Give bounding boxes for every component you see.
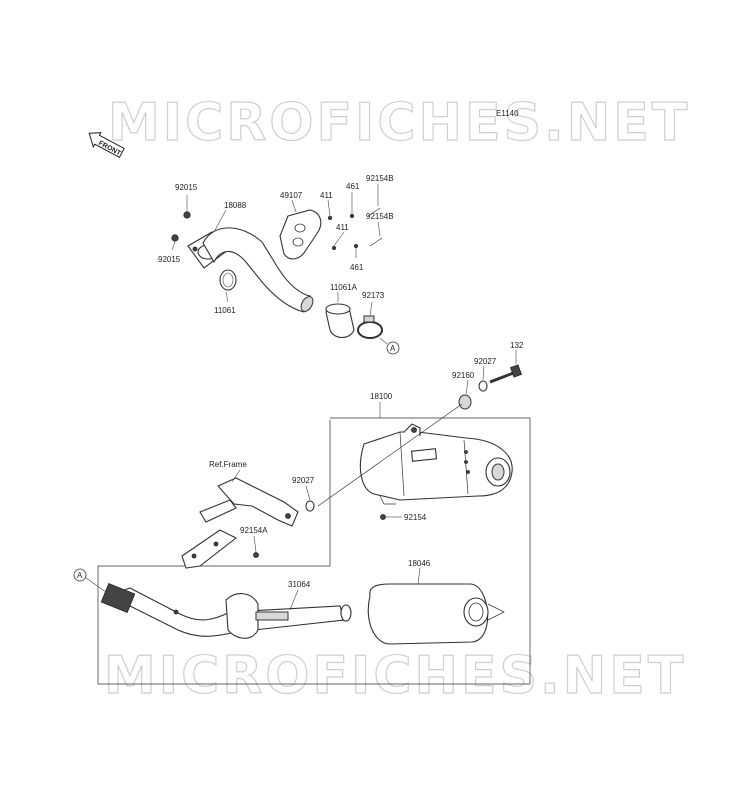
label-92160: 92160 — [452, 371, 475, 380]
label-18046: 18046 — [408, 559, 431, 568]
callout-a-upper-label: A — [390, 344, 396, 353]
washer-92027-top-icon — [478, 380, 488, 392]
label-11061A: 11061A — [330, 283, 358, 292]
bolt-92154-icon — [380, 514, 386, 520]
label-92027-top: 92027 — [474, 357, 497, 366]
label-92154B-a: 92154B — [366, 174, 394, 183]
mount-bolt-132 — [489, 364, 522, 384]
leader-lines — [171, 184, 517, 611]
frame-bracket — [181, 477, 299, 569]
label-11061: 11061 — [214, 306, 236, 315]
label-92027-mid: 92027 — [292, 476, 315, 485]
guard-bolts — [327, 207, 383, 250]
part-labels: 92015 92015 18088 11061 49107 411 461 92… — [158, 174, 524, 589]
nut-92015-top-icon — [183, 211, 191, 219]
label-18100: 18100 — [370, 392, 393, 401]
callout-a-lower-label: A — [77, 571, 83, 580]
label-92154: 92154 — [404, 513, 427, 522]
callout-a-upper — [386, 341, 400, 355]
label-92015-bot: 92015 — [158, 255, 181, 264]
watermark-top: MICROFICHES.NET — [108, 93, 690, 153]
watermark-bottom: MICROFICHES.NET — [104, 646, 686, 706]
label-411-a: 411 — [320, 191, 333, 200]
label-18088: 18088 — [224, 201, 247, 210]
label-ref-frame: Ref.Frame — [209, 460, 247, 469]
label-132: 132 — [510, 341, 524, 350]
washer-92027-mid-icon — [305, 500, 315, 512]
damper-92160-icon — [458, 394, 472, 410]
label-92154B-b: 92154B — [366, 212, 394, 221]
nut-92015-bot-icon — [171, 234, 179, 242]
callout-a-lower — [73, 568, 87, 582]
muffler-pipe — [100, 582, 352, 639]
silencer-cover — [367, 583, 505, 645]
label-411-b: 411 — [336, 223, 349, 232]
label-461-a: 461 — [346, 182, 360, 191]
gasket-ring — [219, 269, 237, 291]
label-92173: 92173 — [362, 291, 385, 300]
pipe-clamp — [357, 315, 383, 339]
muffler-frame — [97, 417, 531, 685]
label-49107: 49107 — [280, 191, 303, 200]
silencer-body — [359, 423, 513, 505]
label-92015-top: 92015 — [175, 183, 198, 192]
heat-guard — [279, 209, 322, 260]
bolt-92154A-icon — [253, 552, 259, 558]
header-pipe-group: A — [171, 207, 400, 355]
label-92154A: 92154A — [240, 526, 268, 535]
diagram-code: E1140 — [496, 109, 519, 118]
label-31064: 31064 — [288, 580, 311, 589]
label-461-b: 461 — [350, 263, 364, 272]
